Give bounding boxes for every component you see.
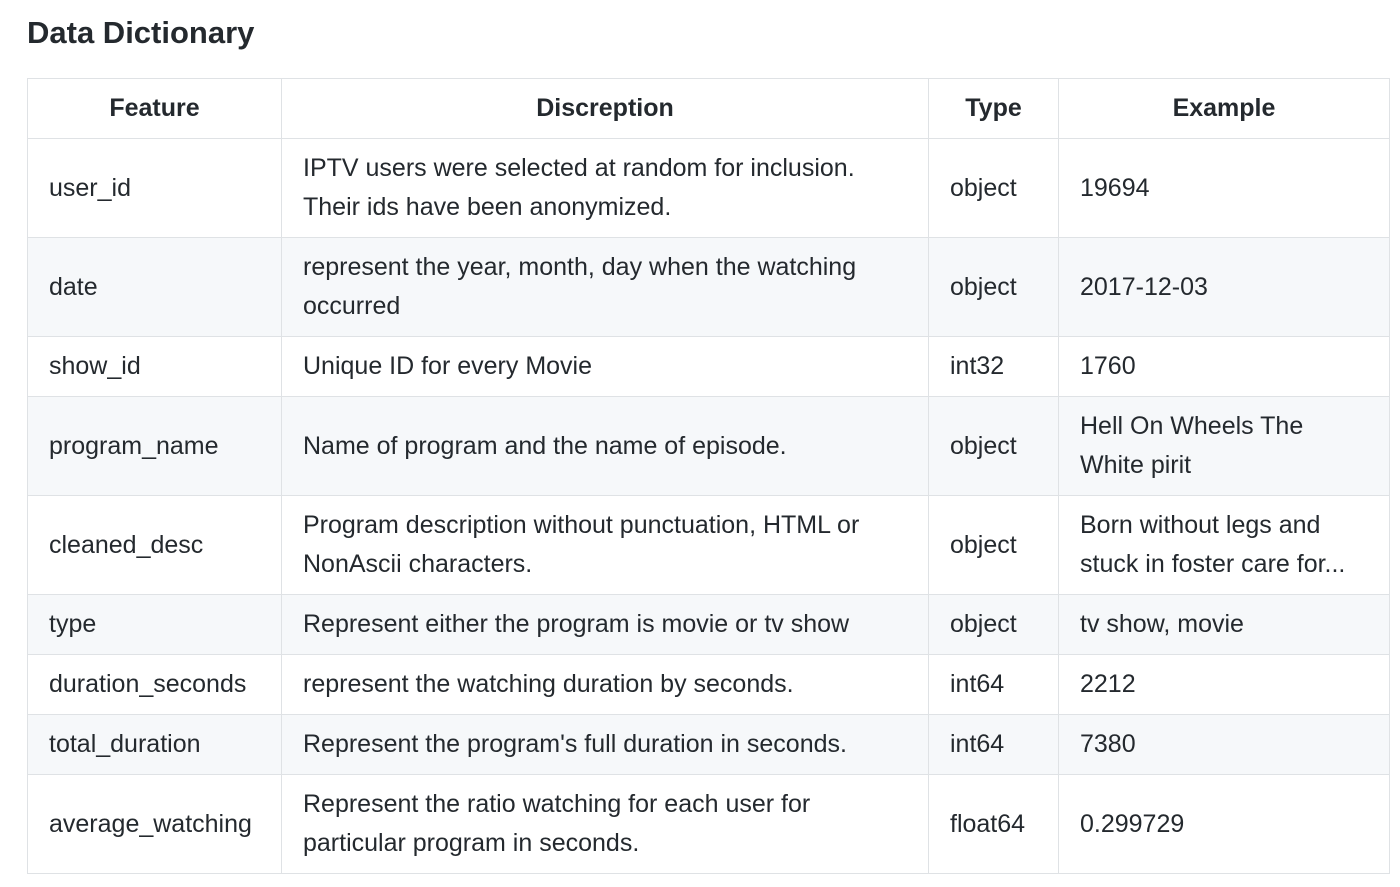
cell-example: 2017-12-03 — [1058, 237, 1390, 337]
table-row: duration_seconds represent the watching … — [27, 654, 1390, 715]
cell-type: int32 — [928, 336, 1059, 397]
cell-description: represent the year, month, day when the … — [281, 237, 929, 337]
cell-feature: average_watching — [27, 774, 282, 874]
table-row: cleaned_desc Program description without… — [27, 495, 1390, 595]
cell-type: object — [928, 138, 1059, 238]
cell-example: 2212 — [1058, 654, 1390, 715]
cell-description: Name of program and the name of episode. — [281, 396, 929, 496]
table-row: show_id Unique ID for every Movie int32 … — [27, 336, 1390, 397]
cell-description: represent the watching duration by secon… — [281, 654, 929, 715]
cell-feature: type — [27, 594, 282, 655]
column-header-type: Type — [928, 78, 1059, 139]
cell-type: int64 — [928, 714, 1059, 775]
cell-feature: total_duration — [27, 714, 282, 775]
column-header-feature: Feature — [27, 78, 282, 139]
cell-feature: user_id — [27, 138, 282, 238]
table-row: user_id IPTV users were selected at rand… — [27, 138, 1390, 238]
cell-description: Represent the ratio watching for each us… — [281, 774, 929, 874]
cell-type: object — [928, 594, 1059, 655]
cell-type: object — [928, 495, 1059, 595]
cell-feature: cleaned_desc — [27, 495, 282, 595]
cell-feature: program_name — [27, 396, 282, 496]
table-row: date represent the year, month, day when… — [27, 237, 1390, 337]
cell-example: 19694 — [1058, 138, 1390, 238]
table-row: program_name Name of program and the nam… — [27, 396, 1390, 496]
cell-feature: date — [27, 237, 282, 337]
cell-description: Unique ID for every Movie — [281, 336, 929, 397]
cell-type: int64 — [928, 654, 1059, 715]
column-header-description: Discreption — [281, 78, 929, 139]
table-row: total_duration Represent the program's f… — [27, 714, 1390, 775]
cell-description: Program description without punctuation,… — [281, 495, 929, 595]
cell-example: tv show, movie — [1058, 594, 1390, 655]
cell-feature: show_id — [27, 336, 282, 397]
column-header-example: Example — [1058, 78, 1390, 139]
cell-example: 0.299729 — [1058, 774, 1390, 874]
cell-feature: duration_seconds — [27, 654, 282, 715]
cell-type: object — [928, 396, 1059, 496]
data-dictionary-table: Feature Discreption Type Example user_id… — [27, 78, 1390, 874]
cell-description: Represent either the program is movie or… — [281, 594, 929, 655]
table-row: type Represent either the program is mov… — [27, 594, 1390, 655]
table-row: average_watching Represent the ratio wat… — [27, 774, 1390, 874]
cell-type: object — [928, 237, 1059, 337]
cell-description: Represent the program's full duration in… — [281, 714, 929, 775]
cell-example: Born without legs and stuck in foster ca… — [1058, 495, 1390, 595]
cell-example: 1760 — [1058, 336, 1390, 397]
cell-description: IPTV users were selected at random for i… — [281, 138, 929, 238]
page-title: Data Dictionary — [27, 15, 255, 50]
cell-example: 7380 — [1058, 714, 1390, 775]
cell-type: float64 — [928, 774, 1059, 874]
cell-example: Hell On Wheels The White pirit — [1058, 396, 1390, 496]
header-row: Feature Discreption Type Example — [27, 78, 1390, 139]
